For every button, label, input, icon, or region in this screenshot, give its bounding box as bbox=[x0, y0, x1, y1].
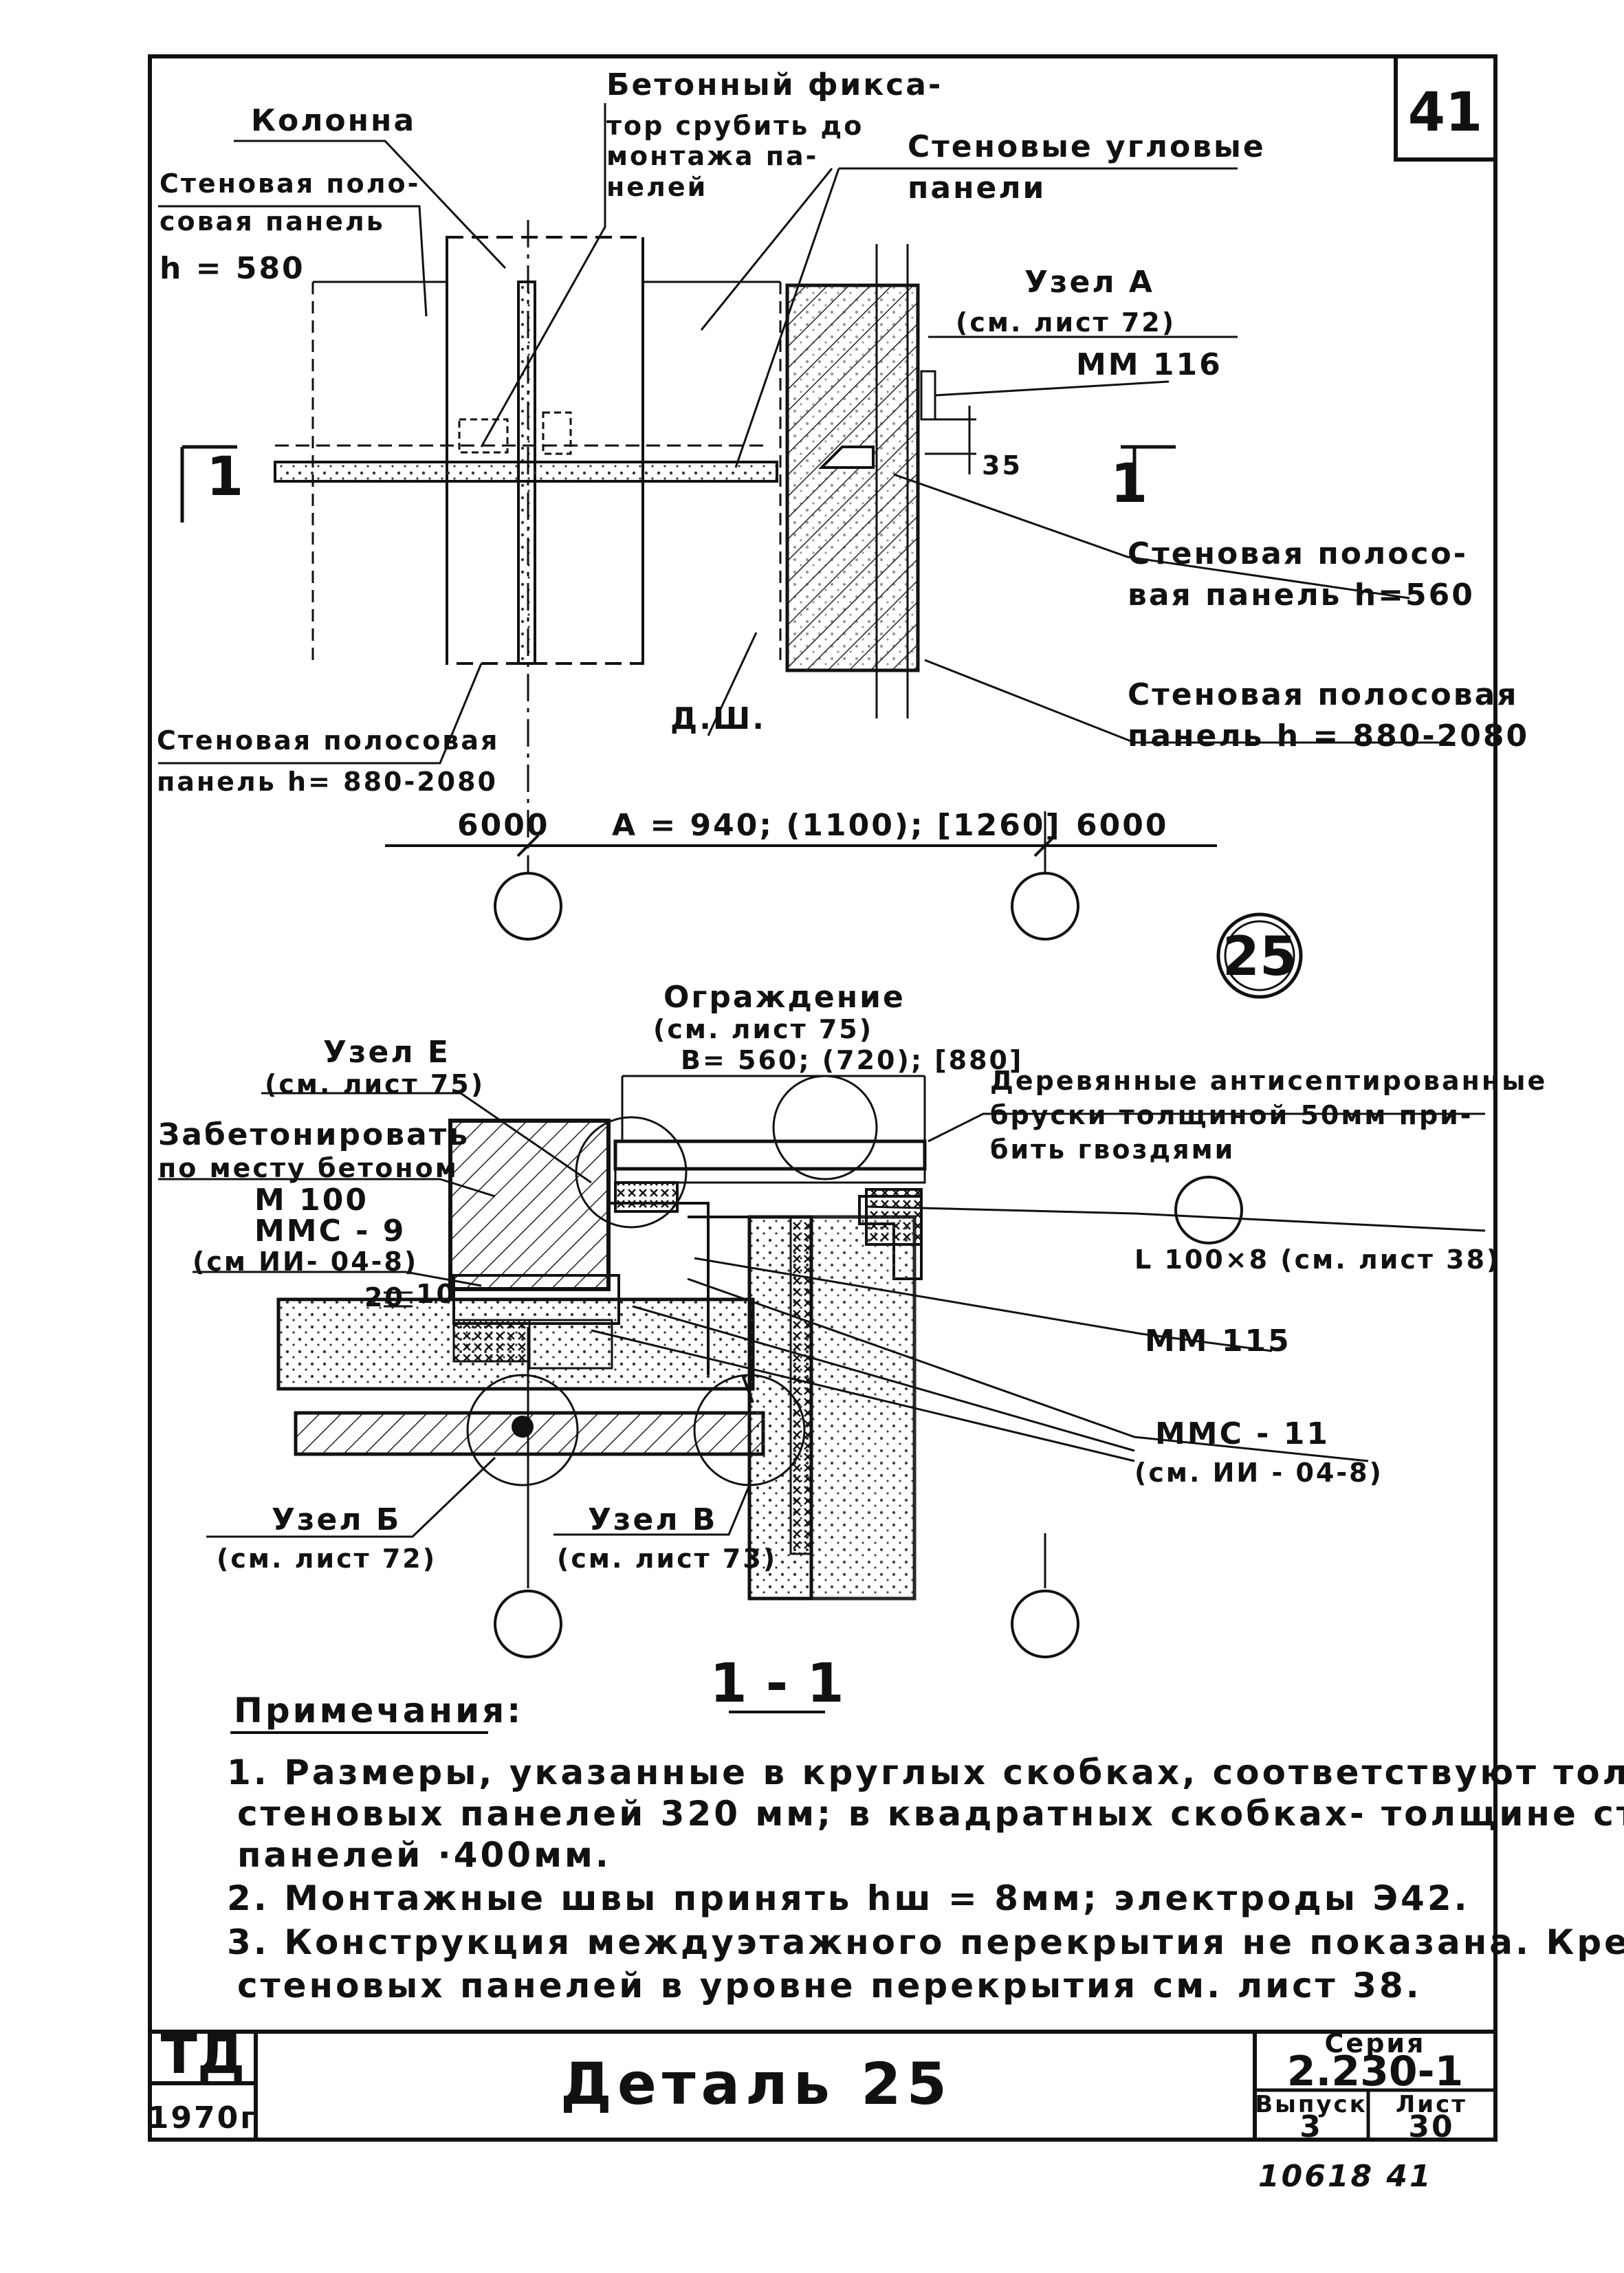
label-strip580-line3: h = 580 bbox=[160, 251, 305, 286]
label-strip580-line1: Стеновая поло- bbox=[160, 168, 420, 199]
seria-label: Серия bbox=[1325, 2028, 1426, 2058]
label-mmc11-line1: ММС - 11 bbox=[1155, 1416, 1330, 1451]
label-fixator-line3: монтажа па- bbox=[606, 141, 818, 171]
label-uzel-e-line2: (см. лист 75) bbox=[265, 1069, 485, 1099]
label-ograzhdenie-line2: (см. лист 75) bbox=[653, 1014, 873, 1044]
vypusk-value: 3 bbox=[1299, 2109, 1323, 2144]
column bbox=[446, 236, 644, 665]
title-main: Деталь 25 bbox=[560, 2050, 952, 2118]
detail-number-circle bbox=[1216, 912, 1303, 999]
page-number: 41 bbox=[1408, 82, 1483, 144]
label-mm115: ММ 115 bbox=[1145, 1324, 1291, 1359]
list-value: 30 bbox=[1408, 2109, 1454, 2144]
label-strip880l-line2: панель h= 880-2080 bbox=[157, 767, 498, 797]
axis-bubble-section-top bbox=[1174, 1176, 1243, 1244]
label-mmc9-line1: ММС - 9 bbox=[254, 1214, 406, 1249]
embedded-part-mmc9 bbox=[452, 1274, 620, 1325]
label-mmc9-line2: (см ИИ- 04-8) bbox=[193, 1247, 418, 1277]
title-org: ТД bbox=[161, 2024, 245, 2086]
plan-view: 1 1 Колонна Бетонный фикса- тор срубить … bbox=[157, 67, 1529, 941]
axis-bubble-right bbox=[1011, 872, 1079, 941]
seria-value: 2.230-1 bbox=[1287, 2047, 1463, 2096]
horizontal-joint bbox=[274, 461, 778, 483]
title-block: ТД 1970г Деталь 25 Серия 2.230-1 Выпуск … bbox=[148, 2024, 1495, 2144]
axis-bubble-section-left bbox=[494, 1590, 562, 1658]
label-mm116: ММ 116 bbox=[1076, 347, 1222, 382]
label-strip880r-line1: Стеновая полосовая bbox=[1128, 677, 1519, 712]
label-strip880l-line1: Стеновая полосовая bbox=[157, 725, 499, 756]
list-label: Лист bbox=[1396, 2091, 1467, 2118]
label-strip880r-line2: панель h = 880-2080 bbox=[1128, 718, 1529, 754]
label-wood-line3: бить гвоздями bbox=[990, 1134, 1235, 1165]
label-uzel-a-line1: Узел А bbox=[1024, 265, 1154, 300]
label-zabeton-line2: по месту бетоном bbox=[158, 1153, 459, 1183]
label-mmc11-line2: (см. ИИ - 04-8) bbox=[1134, 1458, 1383, 1488]
page-number-box bbox=[1394, 54, 1497, 162]
sheet-frame bbox=[148, 54, 1497, 2142]
label-corner-line2: панели bbox=[908, 171, 1046, 206]
label-uzel-a-line2: (см. лист 72) bbox=[956, 307, 1176, 338]
section-title: 1 - 1 bbox=[710, 1653, 844, 1715]
label-uzel-v-line1: Узел В bbox=[588, 1502, 717, 1537]
title-year: 1970г bbox=[148, 2100, 258, 2135]
label-strip580-line2: совая панель bbox=[160, 206, 385, 237]
label-fixator-line1: Бетонный фикса- bbox=[606, 67, 943, 102]
label-corner-line1: Стеновые угловые bbox=[908, 129, 1266, 164]
label-kolonna: Колонна bbox=[251, 103, 416, 138]
section-mark-right: 1 bbox=[1110, 453, 1148, 515]
label-dsh: Д.Ш. bbox=[670, 701, 766, 736]
detail-number: 25 bbox=[1222, 926, 1297, 988]
notes-block: Примечания: 1. Размеры, указанные в круг… bbox=[227, 1691, 1624, 2006]
notes-line-4: 2. Монтажные швы принять hш = 8мм; элект… bbox=[227, 1878, 1470, 1918]
notes-line-1: 1. Размеры, указанные в круглых скобках,… bbox=[227, 1753, 1624, 1792]
label-dim-mid: A = 940; (1100); [1260] bbox=[612, 808, 1062, 843]
label-zabeton-line1: Забетонировать bbox=[158, 1117, 470, 1152]
footer-handwritten: 10618 41 bbox=[1258, 2159, 1433, 2194]
fence-plate bbox=[613, 1139, 927, 1171]
label-wood-line1: Деревянные антисептированные bbox=[990, 1066, 1547, 1096]
label-uzel-b-line1: Узел Б bbox=[272, 1502, 401, 1537]
label-ograzhdenie-line1: Ограждение bbox=[663, 980, 906, 1015]
label-strip560-line1: Стеновая полосо- bbox=[1128, 536, 1468, 571]
label-fixator-line2: тор срубить до bbox=[606, 111, 864, 141]
label-dim-20: 20 bbox=[364, 1282, 405, 1313]
notes-line-5: 3. Конструкция междуэтажного перекрытия … bbox=[227, 1922, 1624, 1962]
axis-bubble-section-right bbox=[1011, 1590, 1079, 1658]
label-dim-left: 6000 bbox=[457, 808, 549, 843]
label-uzel-b-line2: (см. лист 72) bbox=[217, 1544, 437, 1574]
label-dim-35: 35 bbox=[982, 450, 1022, 481]
label-ograzhdenie-line3: B= 560; (720); [880] bbox=[681, 1045, 1023, 1075]
label-dim-right: 6000 bbox=[1076, 808, 1168, 843]
axis-bubble-left bbox=[494, 872, 562, 941]
notes-line-2: стеновых панелей 320 мм; в квадратных ск… bbox=[237, 1794, 1624, 1834]
section-mark-left: 1 bbox=[206, 446, 243, 508]
label-fixator-line4: нелей bbox=[606, 172, 707, 202]
vypusk-label: Выпуск bbox=[1255, 2091, 1368, 2118]
wooden-bar bbox=[614, 1181, 679, 1213]
label-wood-line2: бруски толщиной 50мм при- bbox=[990, 1100, 1473, 1130]
label-angle: L 100×8 (см. лист 38) bbox=[1134, 1244, 1500, 1275]
notes-heading: Примечания: bbox=[234, 1691, 523, 1731]
label-uzel-v-line2: (см. лист 73) bbox=[557, 1544, 777, 1574]
concrete-block bbox=[448, 1119, 611, 1291]
section-view: Ограждение (см. лист 75) B= 560; (720); … bbox=[158, 980, 1547, 1715]
notes-line-3: панелей ·400мм. bbox=[237, 1835, 611, 1875]
label-uzel-e-line1: Узел Е bbox=[323, 1035, 450, 1070]
label-zabeton-line3: М 100 bbox=[254, 1183, 369, 1218]
label-dim-10: 10 bbox=[416, 1279, 457, 1309]
label-strip560-line2: вая панель h=560 bbox=[1128, 578, 1475, 613]
notes-line-6: стеновых панелей в уровне перекрытия см.… bbox=[237, 1966, 1422, 2006]
